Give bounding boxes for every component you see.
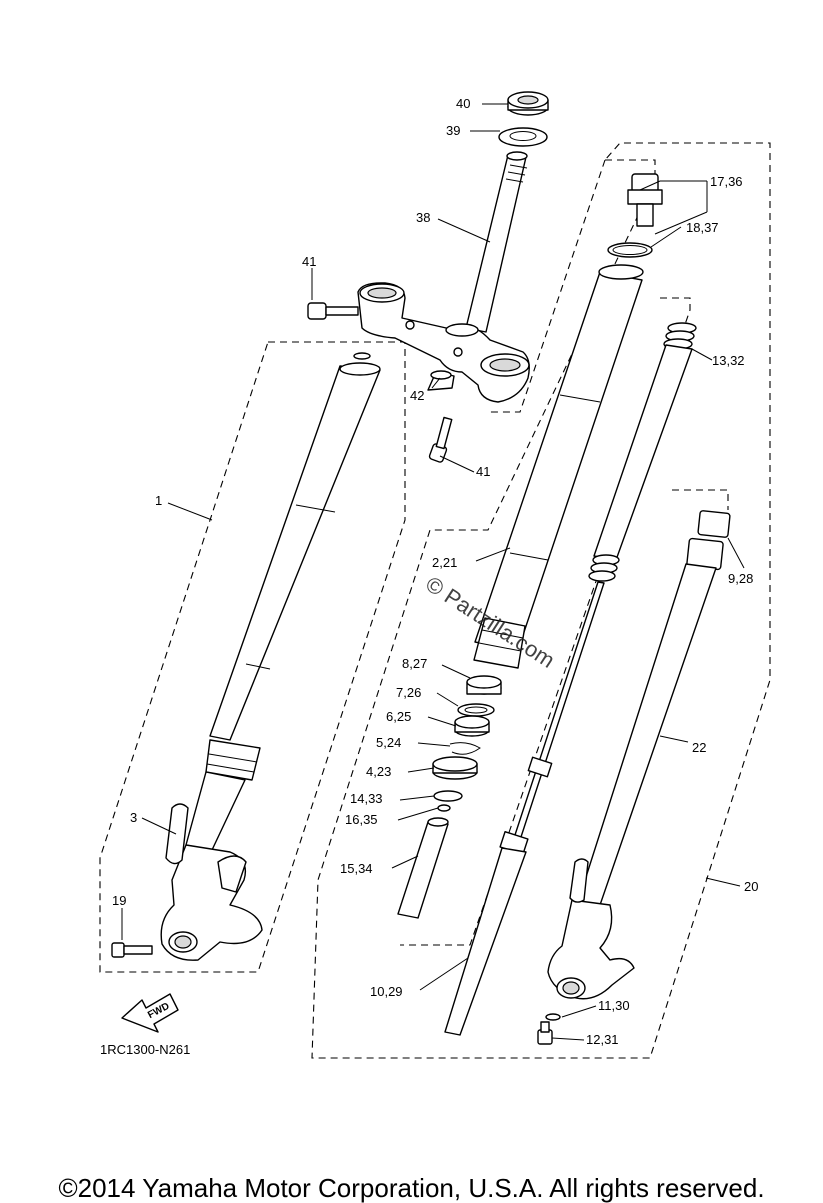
- dust-seal-part: [466, 675, 502, 695]
- brake-caliper-mount-part: [165, 803, 189, 865]
- callout-38: 38: [416, 210, 430, 225]
- cap-part: [427, 370, 455, 391]
- group-outline-cartridge: [400, 297, 691, 946]
- outer-tube-part: [185, 352, 381, 851]
- callout-9-28: 9,28: [728, 571, 753, 586]
- under-bracket-part: [357, 282, 530, 403]
- callout-15-34: 15,34: [340, 861, 373, 876]
- callout-4-23: 4,23: [366, 764, 391, 779]
- cap-bolt-part: [627, 173, 663, 227]
- cylinder-part: [397, 817, 449, 919]
- bolt-bottom-part: [537, 1021, 553, 1045]
- washer-seal-part: [432, 756, 478, 780]
- axle-bracket-part: [160, 844, 263, 961]
- diagram-code: 1RC1300-N261: [100, 1042, 190, 1057]
- callout-41-upper: 41: [302, 254, 316, 269]
- collar-part: [433, 790, 463, 812]
- outer-tube-right-part: [577, 563, 717, 906]
- gasket-part: [545, 1013, 561, 1021]
- oil-seal-part: [454, 715, 490, 737]
- ring-nut-part: [507, 91, 549, 116]
- callout-20: 20: [744, 879, 758, 894]
- group-outline-upper-bracket: [488, 159, 606, 413]
- callout-3: 3: [130, 810, 137, 825]
- callout-7-26: 7,26: [396, 685, 421, 700]
- bolt-upper-part: [307, 302, 359, 320]
- leader-lines: [121, 103, 745, 1041]
- callout-13-32: 13,32: [712, 353, 745, 368]
- slide-bush-part: [686, 510, 731, 571]
- callout-39: 39: [446, 123, 460, 138]
- callout-8-27: 8,27: [402, 656, 427, 671]
- callout-6-25: 6,25: [386, 709, 411, 724]
- callout-11-30: 11,30: [598, 998, 630, 1013]
- callout-17-36: 17,36: [710, 174, 743, 189]
- stopper-ring-part: [457, 703, 495, 717]
- callout-5-24: 5,24: [376, 735, 401, 750]
- inner-tube-part: [473, 264, 644, 669]
- pinch-bolt-part: [111, 942, 153, 958]
- callout-14-33: 14,33: [350, 791, 383, 806]
- callout-18-37: 18,37: [686, 220, 719, 235]
- callout-41-lower: 41: [476, 464, 490, 479]
- callout-22: 22: [692, 740, 706, 755]
- circlip-part: [449, 742, 481, 755]
- callout-19: 19: [112, 893, 126, 908]
- callout-42: 42: [410, 388, 424, 403]
- washer-part: [498, 127, 548, 147]
- callout-2-21: 2,21: [432, 555, 457, 570]
- callout-12-31: 12,31: [586, 1032, 619, 1047]
- callout-10-29: 10,29: [370, 984, 403, 999]
- forward-arrow-icon: FWD: [121, 993, 179, 1033]
- copyright-footer: ©2014 Yamaha Motor Corporation, U.S.A. A…: [58, 1173, 765, 1203]
- callout-1: 1: [155, 493, 162, 508]
- fork-spring-part: [588, 322, 697, 582]
- callout-40: 40: [456, 96, 470, 111]
- axle-bracket-right-part: [547, 858, 635, 1000]
- callout-16-35: 16,35: [345, 812, 378, 827]
- steering-stem-part: [465, 151, 528, 333]
- group-outline-axle-tube: [672, 489, 729, 510]
- o-ring-part: [607, 242, 653, 258]
- damper-rod-part: [444, 581, 605, 1036]
